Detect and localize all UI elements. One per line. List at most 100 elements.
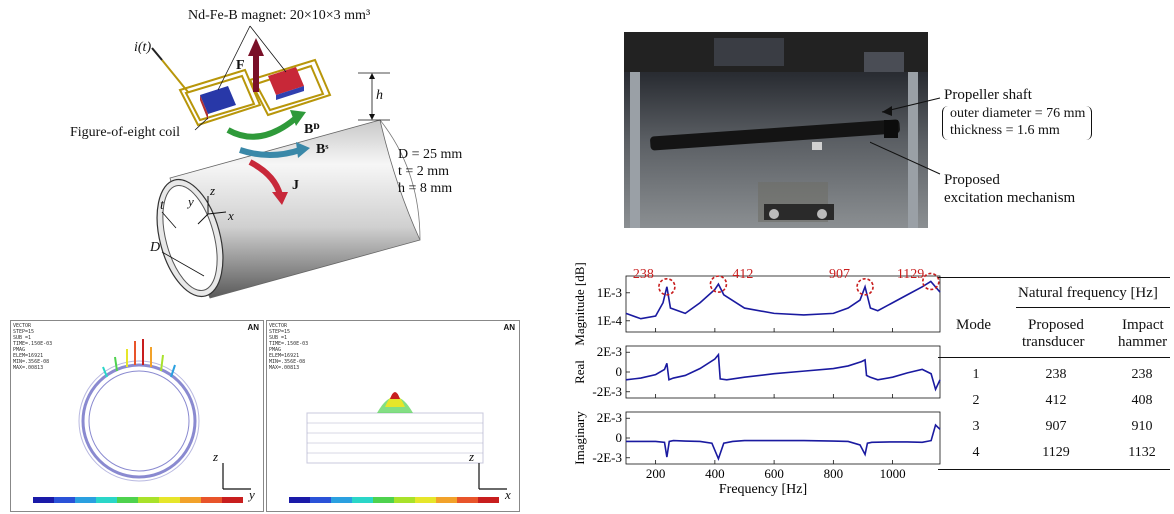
mechanism-label-2: excitation mechanism bbox=[944, 190, 1076, 206]
colorbar-swatch bbox=[478, 497, 499, 503]
y-axis-label: Imaginary bbox=[572, 411, 587, 465]
plot-frame bbox=[625, 345, 941, 399]
shaft-spec-diameter: outer diameter = 76 mm bbox=[950, 106, 1086, 121]
table-cell-mode: 2 bbox=[972, 393, 980, 408]
y-tick-label: 2E-3 bbox=[597, 410, 622, 425]
y-tick-label: 2E-3 bbox=[597, 344, 622, 359]
x-tick-label: 400 bbox=[705, 466, 725, 481]
peak-label: 1129 bbox=[897, 267, 924, 282]
colorbar-swatch bbox=[352, 497, 373, 503]
plot-frame bbox=[625, 411, 941, 465]
ansys-logo: AN bbox=[247, 323, 259, 332]
fe-right-axis-x: x bbox=[505, 487, 511, 502]
y-tick-label: 1E-4 bbox=[597, 313, 623, 328]
y-tick-label: 0 bbox=[616, 364, 623, 379]
table-cell-impact: 408 bbox=[1131, 393, 1153, 408]
shaft-spec-brace bbox=[942, 106, 1092, 140]
photo-leaders bbox=[870, 97, 941, 175]
schematic-drawing bbox=[151, 25, 421, 299]
table-cell-proposed: 412 bbox=[1045, 393, 1067, 408]
y-tick-label: -2E-3 bbox=[592, 450, 622, 465]
table-row: 3 907 910 bbox=[938, 415, 1170, 441]
table-mid-rule bbox=[938, 357, 1170, 358]
h-label: h bbox=[376, 88, 383, 103]
photo-scene bbox=[624, 32, 928, 228]
table-top-rule bbox=[938, 277, 1170, 278]
x-tick-label: 200 bbox=[646, 466, 666, 481]
colorbar-swatch bbox=[201, 497, 222, 503]
series-line bbox=[625, 280, 941, 320]
table-cell-proposed: 907 bbox=[1045, 419, 1067, 434]
fe-right-axis-z: z bbox=[469, 449, 475, 464]
bd-label: Bᴰ bbox=[304, 122, 320, 137]
colorbar-swatch bbox=[117, 497, 138, 503]
table-header-rule bbox=[1016, 307, 1170, 308]
series-line bbox=[625, 352, 941, 392]
y-tick-label: 1E-3 bbox=[597, 285, 622, 300]
fe-left-axis-z: z bbox=[213, 449, 219, 464]
colorbar-swatch bbox=[289, 497, 310, 503]
colorbar-right bbox=[289, 497, 499, 503]
setup-photo bbox=[624, 32, 928, 228]
col-impact-1: Impact bbox=[1122, 317, 1164, 333]
table-bottom-rule bbox=[938, 469, 1170, 470]
colorbar-swatch bbox=[373, 497, 394, 503]
bs-label: Bˢ bbox=[316, 142, 329, 157]
table-cell-impact: 238 bbox=[1131, 367, 1153, 382]
table-cell-impact: 1132 bbox=[1128, 445, 1156, 460]
colorbar-swatch bbox=[96, 497, 117, 503]
peak-label: 907 bbox=[829, 267, 850, 282]
table-cell-proposed: 1129 bbox=[1042, 445, 1070, 460]
x-axis-label: Frequency [Hz] bbox=[719, 482, 807, 497]
table-row: 4 1129 1132 bbox=[938, 441, 1170, 467]
col-impact-2: hammer bbox=[1118, 334, 1168, 350]
shaft-spec-thickness: thickness = 1.6 mm bbox=[950, 123, 1060, 138]
col-mode: Mode bbox=[956, 317, 991, 333]
magnet-blue bbox=[200, 86, 236, 114]
fe-surface-plot bbox=[306, 392, 507, 490]
mechanism-label-1: Proposed bbox=[944, 172, 1000, 188]
y-axis-label: Magnitude [dB] bbox=[572, 262, 587, 345]
colorbar-swatch bbox=[159, 497, 180, 503]
colorbar-swatch bbox=[75, 497, 96, 503]
table-row: 2 412 408 bbox=[938, 389, 1170, 415]
table-header: Natural frequency [Hz] bbox=[1018, 285, 1158, 301]
peak-label: 238 bbox=[633, 267, 654, 282]
colorbar-swatch bbox=[180, 497, 201, 503]
colorbar-swatch bbox=[33, 497, 54, 503]
table-cell-mode: 4 bbox=[972, 445, 980, 460]
force-label: F bbox=[236, 58, 245, 73]
j-label: J bbox=[292, 178, 299, 193]
table-cell-mode: 3 bbox=[972, 419, 980, 434]
colorbar-left bbox=[33, 497, 243, 503]
fe-left-header: VECTOR STEP=15 SUB =1 TIME=.150E-03 PMAG… bbox=[13, 323, 53, 371]
peak-circle bbox=[658, 277, 676, 296]
coil-label: Figure-of-eight coil bbox=[70, 125, 181, 140]
fe-panel-right: VECTOR STEP=15 SUB =1 TIME=.150E-03 PMAG… bbox=[266, 320, 520, 512]
fe-left-axis-y: y bbox=[249, 487, 255, 502]
y-tick-label: 0 bbox=[616, 430, 623, 445]
dim-h: h = 8 mm bbox=[398, 181, 453, 196]
dim-d: D = 25 mm bbox=[398, 147, 463, 162]
colorbar-swatch bbox=[54, 497, 75, 503]
colorbar-swatch bbox=[436, 497, 457, 503]
series-line bbox=[626, 423, 941, 462]
colorbar-swatch bbox=[394, 497, 415, 503]
table-cell-impact: 910 bbox=[1131, 419, 1153, 434]
magnet-label: Nd-Fe-B magnet: 20×10×3 mm³ bbox=[188, 8, 371, 23]
peak-label: 412 bbox=[732, 267, 753, 282]
x-tick-label: 600 bbox=[764, 466, 784, 481]
y-tick-label: -2E-3 bbox=[592, 384, 622, 399]
y-axis-label: Real bbox=[572, 360, 587, 384]
col-proposed-1: Proposed bbox=[1028, 317, 1084, 333]
d-label: D bbox=[150, 240, 161, 255]
colorbar-swatch bbox=[310, 497, 331, 503]
colorbar-swatch bbox=[457, 497, 478, 503]
fe-ring-plot bbox=[78, 339, 251, 490]
natural-frequency-table: Natural frequency [Hz] Mode Proposed tra… bbox=[938, 277, 1170, 470]
colorbar-swatch bbox=[331, 497, 352, 503]
table-cell-mode: 1 bbox=[972, 367, 980, 382]
fe-right-header: VECTOR STEP=15 SUB =1 TIME=.150E-03 PMAG… bbox=[269, 323, 309, 371]
